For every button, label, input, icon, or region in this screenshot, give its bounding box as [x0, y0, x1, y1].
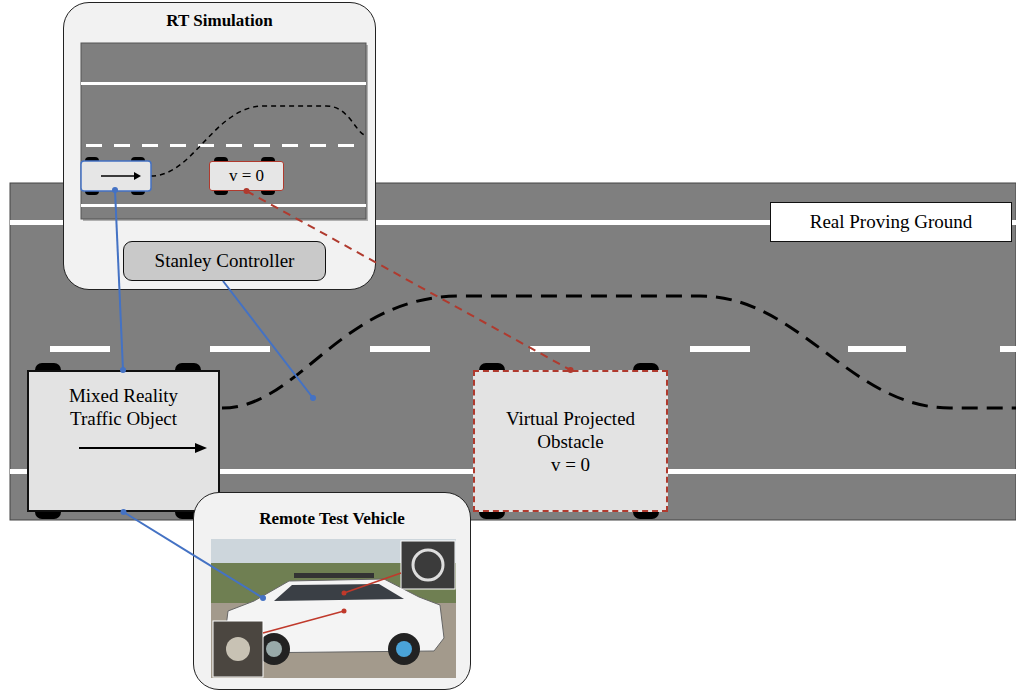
simulation-panel: RT Simulation v = 0 Stanley Controller: [63, 2, 376, 290]
leader-line: [344, 573, 401, 593]
node-label: v = 0: [229, 166, 264, 186]
car-wheel: [266, 641, 282, 657]
arrow-head: [195, 443, 207, 453]
endpoint-dot: [112, 187, 118, 193]
endpoint-dot: [121, 509, 127, 515]
lane-dash: [530, 346, 590, 352]
heading-arrow: [79, 447, 197, 449]
lane-line: [81, 82, 366, 85]
steering-wheel: [413, 550, 443, 580]
lane-dash: [142, 144, 158, 147]
simulated-ego-car: [81, 161, 151, 191]
arrow-head: [134, 172, 141, 180]
lane-dash: [310, 144, 326, 147]
leader-dot: [342, 609, 347, 614]
lane-dash: [254, 144, 270, 147]
node-label: Remote Test Vehicle: [259, 509, 404, 529]
traffic-object-box: Mixed Reality Traffic Object: [27, 370, 220, 512]
label-box: Real Proving Ground: [770, 202, 1012, 242]
lane-dash: [848, 346, 906, 352]
lane-dash: [282, 144, 298, 147]
lane-dash: [370, 346, 430, 352]
lane-dash: [50, 346, 1016, 352]
heading-arrow: [101, 175, 134, 177]
endpoint-dot: [120, 367, 126, 373]
lane-dash: [210, 346, 270, 352]
node-label: RT Simulation: [166, 11, 272, 31]
lane-dash: [690, 346, 750, 352]
node-label: Mixed Reality Traffic Object: [49, 384, 199, 430]
vehicle-panel: Remote Test Vehicle: [193, 492, 471, 690]
endpoint-dot: [310, 395, 316, 401]
car-window: [274, 584, 404, 601]
endpoint-dot: [568, 367, 574, 373]
leader-dot: [342, 591, 347, 596]
lane-dash: [86, 144, 102, 147]
steering-inset: [401, 541, 455, 589]
endpoint-dot: [260, 595, 266, 601]
connector: [247, 191, 571, 370]
node-label: Virtual Projected Obstacle: [483, 407, 658, 453]
car-wheel: [396, 641, 412, 657]
sky: [211, 539, 456, 678]
lane-dash: [114, 144, 130, 147]
lane-dash: [338, 144, 354, 147]
link-line: [115, 190, 123, 370]
node-label: Real Proving Ground: [810, 211, 973, 233]
node-label: Stanley Controller: [155, 250, 295, 272]
pedal-inset: [213, 621, 263, 677]
leader-line: [263, 611, 344, 633]
lane-line: [81, 204, 366, 207]
virtual-obstacle-box: Virtual Projected Obstaclev = 0: [473, 370, 668, 512]
car-wheel: [388, 633, 420, 665]
controller-box: Stanley Controller: [123, 241, 326, 281]
lane-dash: [50, 346, 110, 352]
pedal-actuator: [226, 637, 250, 661]
lane-dash: [198, 144, 214, 147]
speed-label: v = 0: [551, 453, 590, 476]
lane-dash: [170, 144, 186, 147]
lane-dash: [226, 144, 242, 147]
connector: [124, 512, 194, 555]
sim-road: [81, 43, 366, 219]
lane-dash: [1000, 346, 1016, 352]
simulated-obstacle: v = 0: [209, 161, 284, 191]
leader-line: [193, 555, 263, 598]
link-line: [223, 281, 313, 398]
roof-rack: [294, 573, 374, 578]
endpoint-dot: [244, 188, 250, 194]
